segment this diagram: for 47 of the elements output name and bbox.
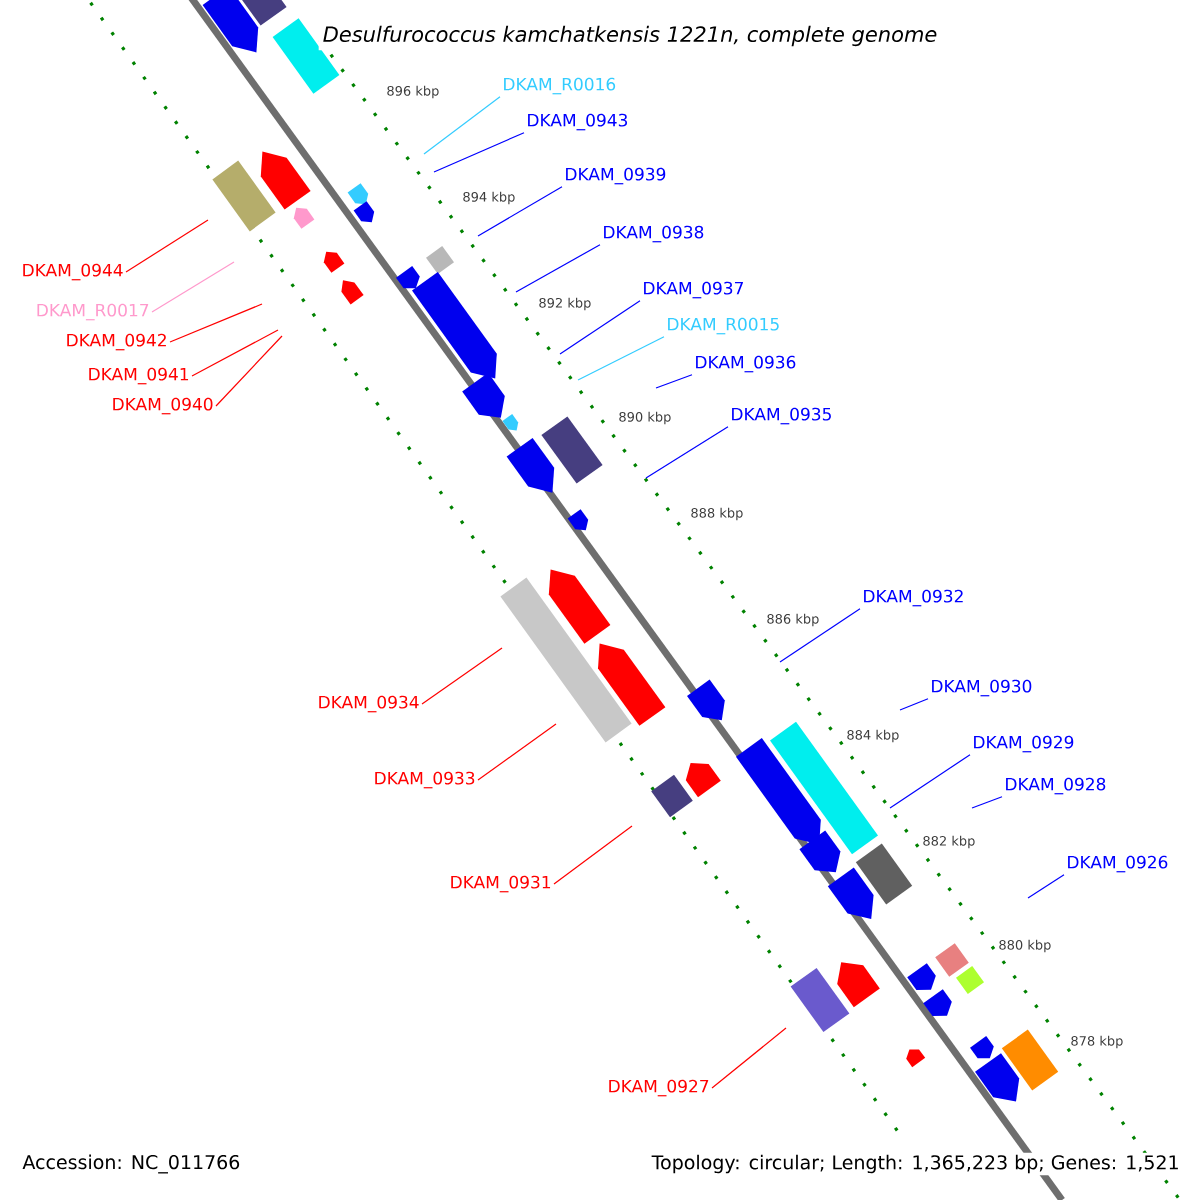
gene-label: DKAM_0942: [67, 333, 166, 351]
leader-line: [645, 426, 729, 479]
gene-label: DKAM_0943: [528, 113, 628, 131]
leader-line: [553, 825, 633, 885]
leader-line: [559, 300, 641, 355]
gene-label: DKAM_0939: [566, 167, 666, 185]
leader-line: [899, 698, 929, 711]
gene-label: DKAM_0937: [644, 281, 743, 299]
info-text: Topology: circular; Length: 1,365,223 bp; Genes: 1,521: [649, 1152, 1182, 1176]
leader-line: [125, 219, 209, 273]
gene-label: DKAM_0940: [113, 397, 213, 415]
leader-line: [433, 132, 525, 173]
leader-line: [423, 96, 501, 155]
title: Desulfurococcus kamchatkensis 1221n, complete genome: [318, 21, 942, 51]
leader-line: [215, 335, 283, 407]
leader-line: [515, 244, 601, 293]
gene-label: DKAM_0930: [932, 679, 1032, 697]
leader-line: [577, 336, 665, 381]
info-text: Accession: NC_011766: [20, 1152, 243, 1176]
leader-line: [151, 261, 235, 313]
gene-label: DKAM_0931: [451, 875, 551, 893]
gene-label: DKAM_0928: [1006, 777, 1106, 795]
leader-line: [779, 608, 861, 663]
leader-line: [889, 754, 971, 809]
leader-line: [1027, 874, 1065, 899]
gene-label: DKAM_0929: [974, 735, 1074, 753]
leader-line: [421, 647, 503, 705]
leader-line: [169, 303, 263, 343]
leader-line: [655, 374, 693, 389]
gene-label: DKAM_R0017: [37, 303, 149, 321]
leader-line: [711, 1027, 787, 1089]
gene-label: DKAM_0944: [23, 263, 123, 281]
gene-label: DKAM_0933: [375, 771, 475, 789]
gene-label: DKAM_0938: [604, 225, 704, 243]
leader-line: [477, 723, 557, 781]
gene-label: DKAM_0935: [732, 407, 831, 425]
leader-line: [971, 796, 1003, 809]
gene-label: DKAM_0932: [864, 589, 963, 607]
gene-label: DKAM_0934: [319, 695, 419, 713]
gene-label: DKAM_R0015: [668, 317, 779, 335]
leader-line: [477, 186, 563, 237]
gene-label: DKAM_0927: [609, 1079, 709, 1097]
gene-label: DKAM_0926: [1068, 855, 1168, 873]
leader-line: [191, 329, 279, 377]
gene-label: DKAM_0936: [696, 355, 796, 373]
gene-label: DKAM_0941: [89, 367, 189, 385]
gene-label: DKAM_R0016: [504, 77, 616, 95]
